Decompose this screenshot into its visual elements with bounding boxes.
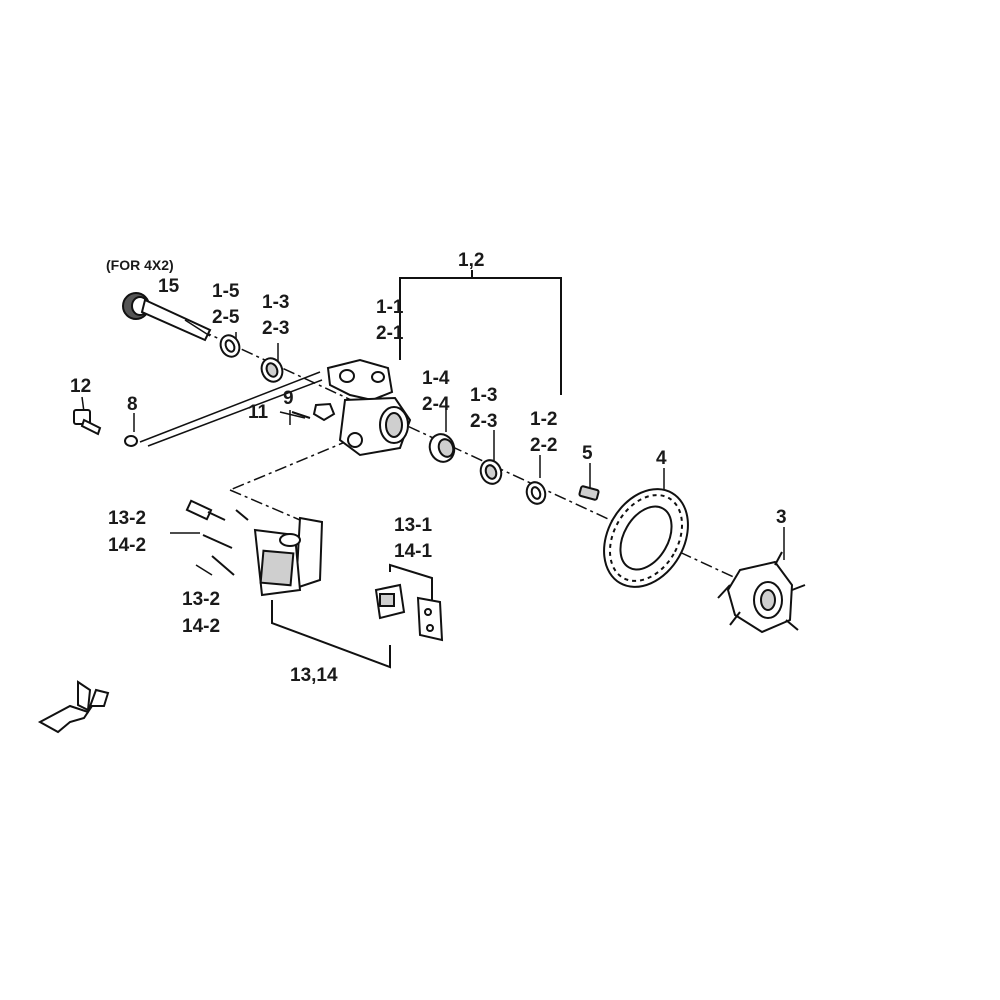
label-13-2-top: 13-2: [108, 508, 146, 529]
label-9: 9: [283, 388, 294, 409]
nut-part-9: [312, 402, 336, 422]
label-1-5: 1-5: [212, 281, 240, 302]
pin-part-13-2-top: [185, 499, 226, 521]
brake-caliper-part-13-14: [235, 509, 324, 597]
knuckle-part-1-1: [326, 358, 412, 457]
bearing-1-3-left: [260, 357, 284, 383]
label-1-1: 1-1: [376, 297, 404, 318]
axle-shaft-part-15: [122, 292, 212, 342]
wheel-hub-part-3: [717, 551, 806, 634]
pin-part-13-2-bottom: [202, 534, 235, 576]
bearing-part-1-4: [428, 433, 456, 463]
note-for-4x2: (FOR 4X2): [106, 257, 174, 273]
label-4: 4: [656, 448, 667, 469]
label-2-3-left: 2-3: [262, 318, 289, 339]
assembly-axis: [139, 329, 741, 581]
label-2-3-right: 2-3: [470, 411, 497, 432]
label-1-3-right: 1-3: [470, 385, 497, 406]
label-8: 8: [127, 394, 138, 415]
label-11: 11: [248, 402, 269, 423]
label-1-2-assembly: 1,2: [458, 250, 484, 271]
oil-seal-1-5: [219, 334, 241, 358]
label-1-2: 1-2: [530, 409, 557, 430]
label-15: 15: [158, 276, 180, 297]
label-13-1: 13-1: [394, 515, 432, 536]
label-13-14: 13,14: [290, 665, 338, 686]
label-13-2-bottom: 13-2: [182, 589, 220, 610]
label-12: 12: [70, 376, 91, 397]
front-direction-icon: [37, 680, 110, 734]
label-2-2: 2-2: [530, 435, 557, 456]
label-14-2-bottom: 14-2: [182, 616, 220, 637]
label-1-3-left: 1-3: [262, 292, 289, 313]
oil-seal-part-1-2: [525, 481, 547, 505]
washer-part-8: [124, 435, 138, 447]
label-5: 5: [582, 443, 593, 464]
brake-pad-part-13-1-left: [374, 583, 406, 620]
label-2-4: 2-4: [422, 394, 450, 415]
label-2-5: 2-5: [212, 307, 240, 328]
label-1-4: 1-4: [422, 368, 450, 389]
label-14-1: 14-1: [394, 541, 432, 562]
bearing-1-3-right: [479, 459, 503, 485]
brake-pad-part-13-1-right: [416, 596, 444, 642]
leader-lines: [81, 270, 785, 669]
bolt-part-11: [291, 411, 311, 419]
label-3: 3: [776, 507, 787, 528]
brake-disc-part-4: [603, 488, 689, 588]
label-14-2-top: 14-2: [108, 535, 146, 556]
bolt-part-12: [73, 409, 102, 436]
label-2-1: 2-1: [376, 323, 404, 344]
disc-bolt-part-5: [578, 485, 600, 501]
